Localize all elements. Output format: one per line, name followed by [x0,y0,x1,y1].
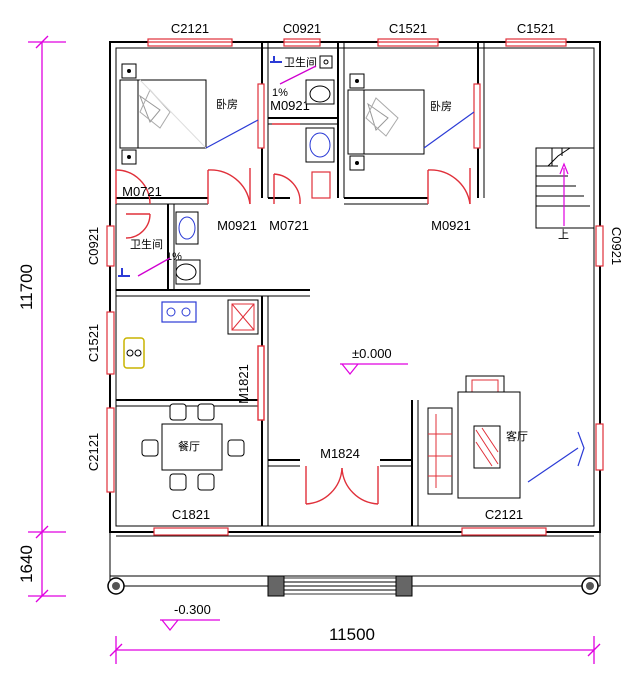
window-label: C0921 [283,21,321,36]
window-c2121-left: C2121 [86,407,115,493]
window-bedroom2-right [473,83,481,149]
door-label: M1821 [236,364,251,404]
window-label: C1521 [86,324,101,362]
stairs-label: 上 [558,228,569,241]
door-m0921-bedroom2: M0921 [427,168,471,233]
bed-1: 卧房 [119,63,259,165]
interior-walls [116,42,537,526]
door-label: M0921 [270,98,310,113]
windows: C2121 C0921 C1521 C1521 C0921 C1521 [86,21,624,536]
room-label-bathroom-1: 卫生间 [130,237,163,251]
dimension-porch-depth: 1640 [17,545,36,583]
door-m1821: M1821 [236,345,265,421]
door-label: M0721 [122,184,162,199]
stairs: 上 [535,147,595,241]
dimension-main-depth: 11700 [17,264,36,310]
door-m0721-bedroom1: M0721 [115,169,162,205]
room-label-bathroom-2: 卫生间 [284,55,317,69]
window-bedroom1-right [257,83,265,149]
room-label-bedroom-1: 卧房 [216,98,238,111]
level-mark-floor: ±0.000 [340,346,408,375]
kitchen [123,299,259,369]
window-c1821-bottom: C1821 [153,507,229,536]
exterior-walls [109,41,601,533]
window-label: C2121 [86,433,101,471]
window-living-right [595,423,604,471]
window-label: C1521 [517,21,555,36]
slope-label: 1% [272,87,288,99]
porch [107,532,601,597]
room-label-living: 客厅 [506,429,528,443]
door-label: M0921 [431,218,471,233]
door-label: M0921 [217,218,257,233]
window-c2121-top: C2121 [147,21,233,47]
window-c0921-top: C0921 [283,21,321,47]
bathroom-1: 卫生间 1% [118,211,201,285]
dimension-total-width: 11500 [329,625,375,644]
window-c0921-right: C0921 [595,225,624,267]
door-label: M1824 [320,446,360,461]
window-c1521-left: C1521 [86,311,115,375]
door-m1824: M1824 [305,446,379,505]
dimension-vertical: 11700 1640 [17,35,66,603]
door-m0721-bath1 [125,213,151,239]
window-c0921-left: C0921 [86,225,115,267]
window-c1521-top-a: C1521 [377,21,439,47]
window-label: C2121 [171,21,209,36]
door-m0721-bath2: M0721 [269,173,309,233]
dining-set: 餐厅 [141,403,245,491]
dimension-horizontal: 11500 [109,625,601,664]
window-label: C1521 [389,21,427,36]
bathroom-2: 卫生间 1% [270,55,335,163]
window-c1521-top-b: C1521 [505,21,567,47]
window-label: C1821 [172,507,210,522]
living-room: 客厅 [427,375,585,499]
column-mid-right [395,575,413,597]
column-mid-left [267,575,285,597]
door-label: M0721 [269,218,309,233]
doors: M0721 M0921 M0721 M0921 M0921 [115,98,471,505]
level-label-outside: -0.300 [174,602,211,617]
window-label: C0921 [86,227,101,265]
window-label: C2121 [485,507,523,522]
door-m0921-bedroom1: M0921 [207,168,257,233]
window-c2121-bottom: C2121 [461,507,547,536]
door-m0921-bath2-inner: M0921 [270,98,331,199]
level-label-floor: ±0.000 [352,346,392,361]
bed-2: 卧房 [347,73,475,171]
room-label-dining: 餐厅 [178,439,200,453]
room-label-bedroom-2: 卧房 [430,100,452,113]
window-label: C0921 [609,227,624,265]
level-mark-outside: -0.300 [160,602,220,631]
